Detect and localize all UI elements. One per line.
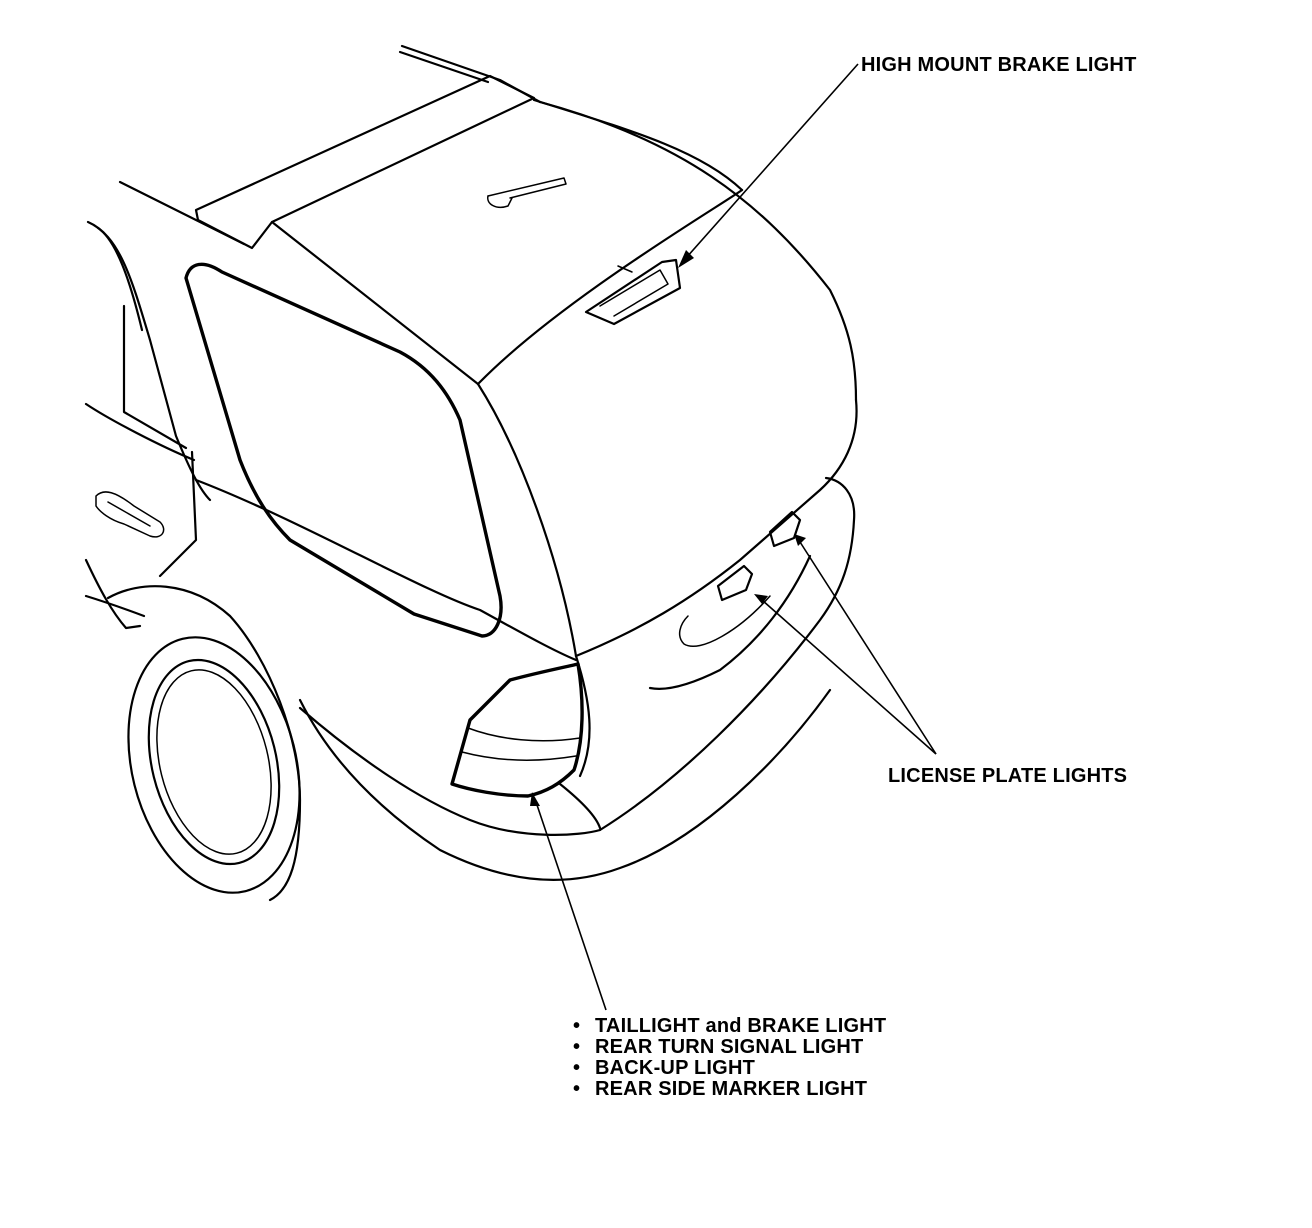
label-rear-combination-light-list: TAILLIGHT and BRAKE LIGHT REAR TURN SIGN… — [573, 1016, 886, 1101]
label-license-plate-lights: LICENSE PLATE LIGHTS — [888, 765, 1128, 787]
rear-hatch-glass — [184, 262, 503, 638]
rear-wheel — [84, 558, 302, 902]
vehicle-body — [84, 220, 858, 778]
leader-license-plate-lights — [754, 534, 937, 755]
list-item: TAILLIGHT and BRAKE LIGHT — [573, 1016, 886, 1038]
door-handle — [95, 491, 165, 538]
roof — [118, 44, 858, 402]
rear-bumper — [298, 476, 856, 881]
list-item: REAR TURN SIGNAL LIGHT — [573, 1037, 886, 1059]
leader-high-mount-brake-light — [678, 63, 859, 268]
label-high-mount-brake-light: HIGH MOUNT BRAKE LIGHT — [861, 54, 1137, 76]
rear-wiper — [487, 177, 567, 208]
leader-rear-combination-light — [530, 792, 607, 1011]
list-item: BACK-UP LIGHT — [573, 1058, 886, 1080]
high-mount-brake-light-housing — [584, 258, 682, 326]
rear-combination-light — [450, 662, 584, 798]
license-plate-area — [678, 510, 802, 647]
list-item: REAR SIDE MARKER LIGHT — [573, 1079, 886, 1101]
